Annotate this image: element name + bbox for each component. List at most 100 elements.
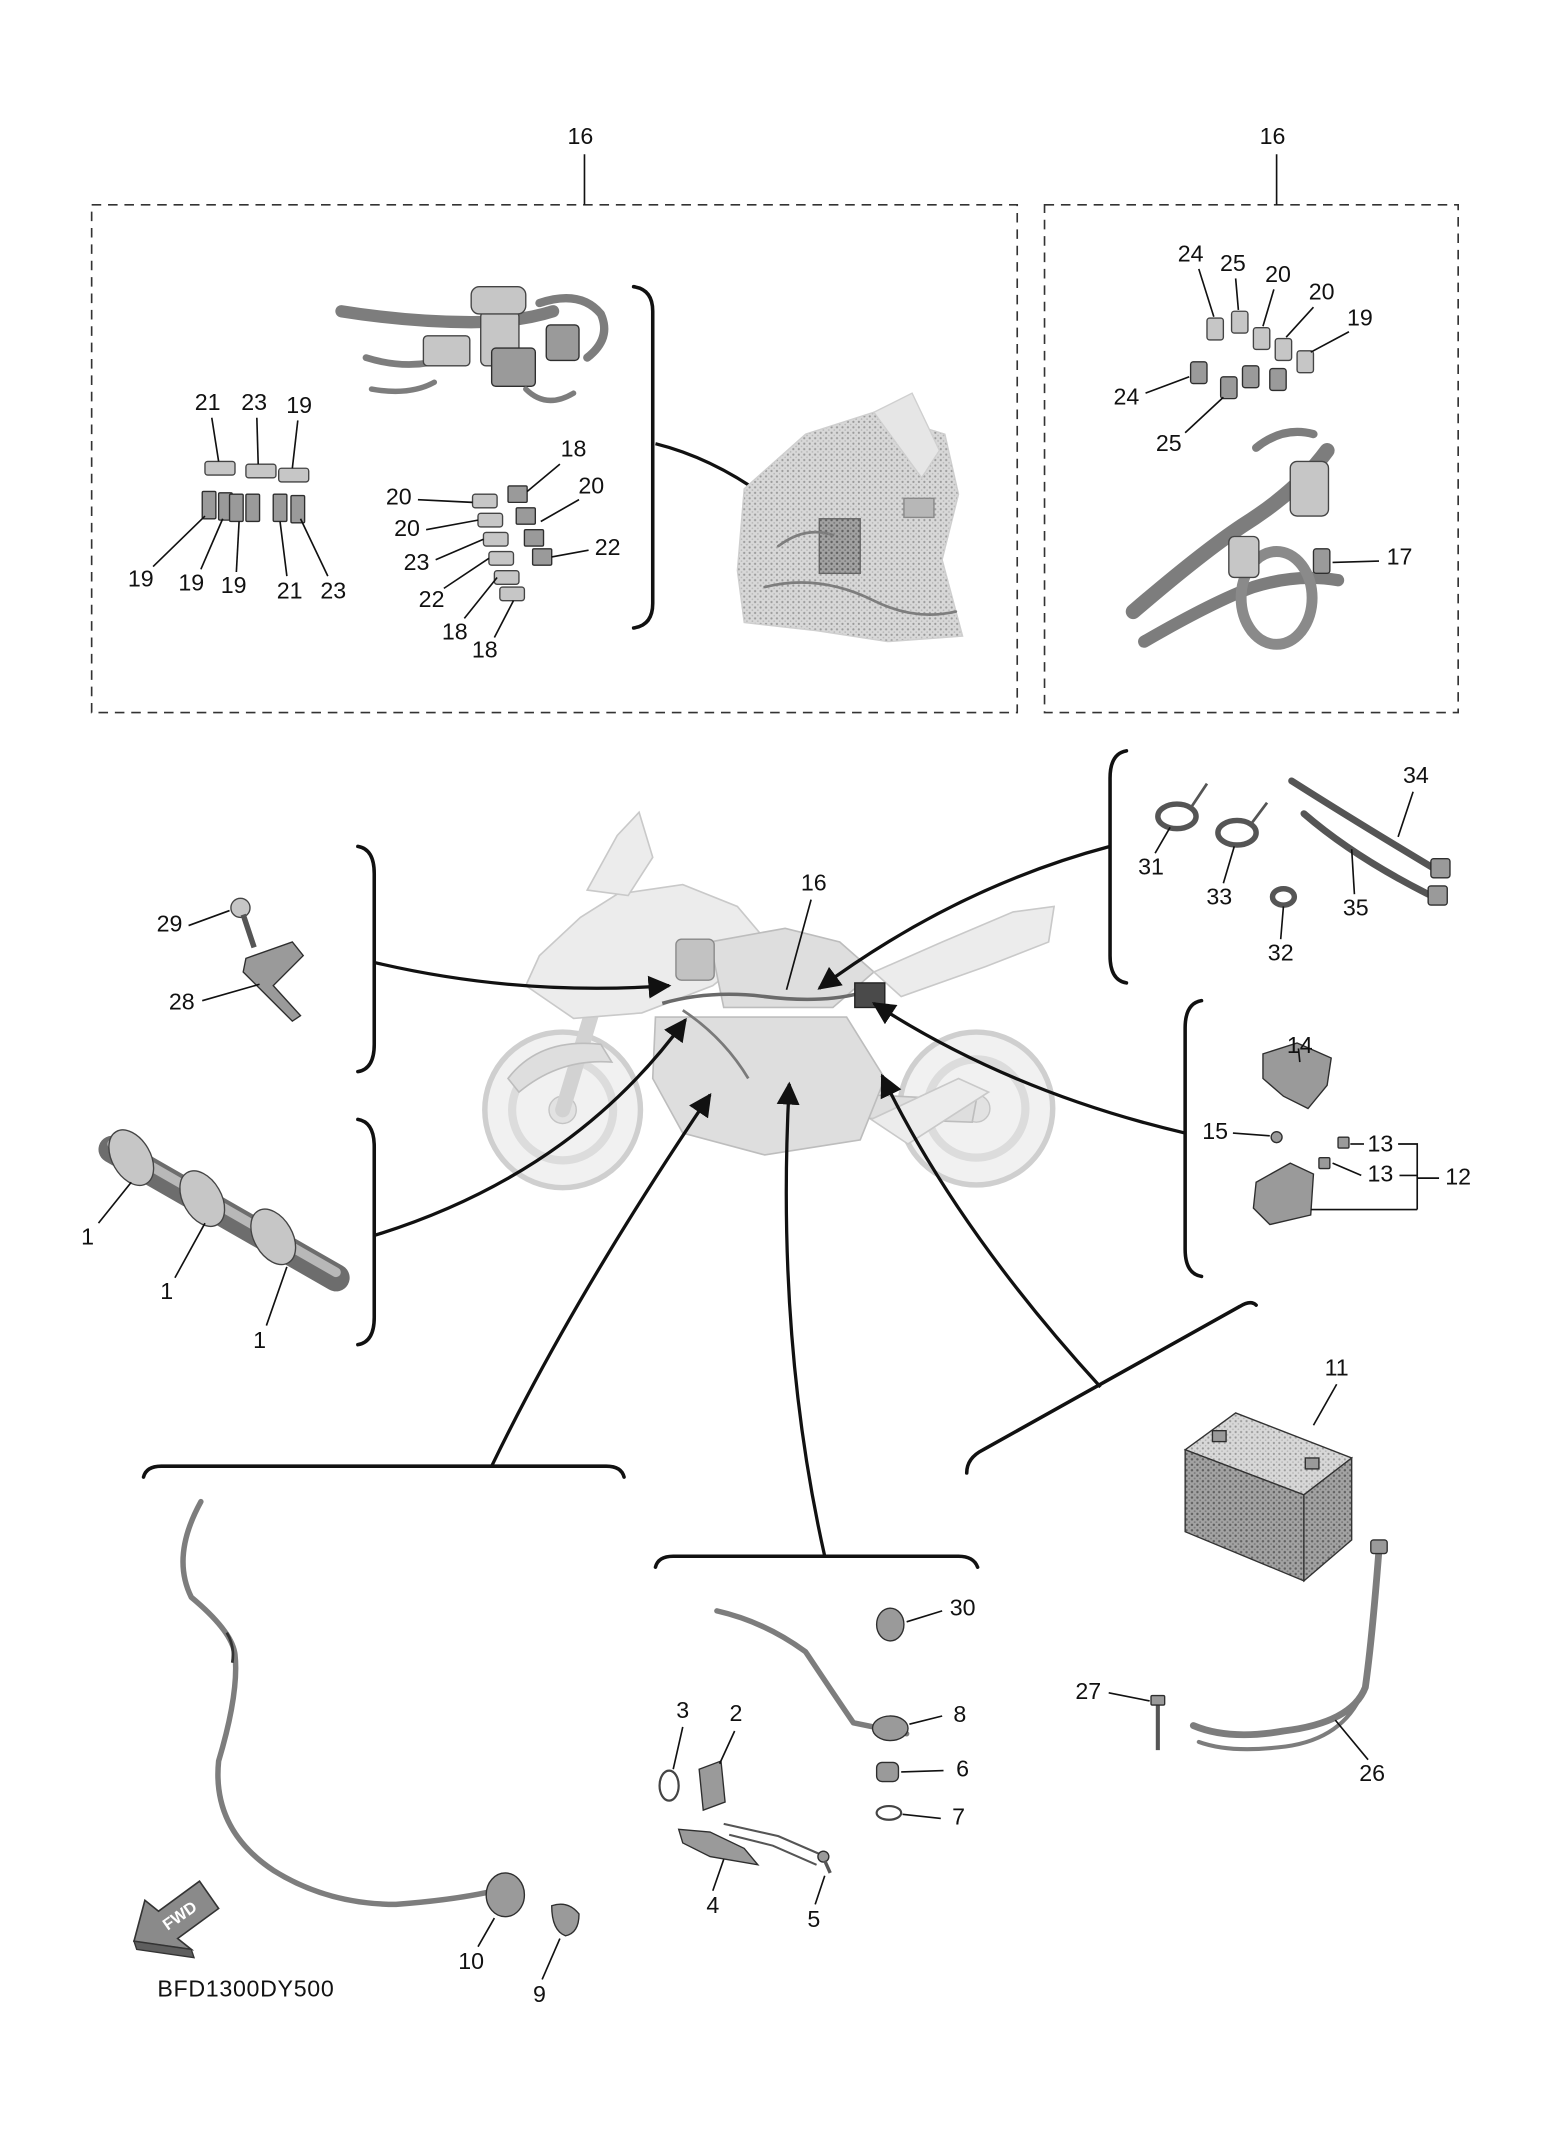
callout-28: 28 — [169, 989, 195, 1015]
callout-16-main: 16 — [801, 870, 827, 896]
callout-13: 13 — [1367, 1161, 1393, 1187]
callout-14: 14 — [1287, 1032, 1313, 1058]
callout-1: 1 — [253, 1327, 266, 1353]
ecu-location — [854, 982, 886, 1009]
part-17 — [1312, 548, 1331, 575]
callout-1: 1 — [81, 1223, 94, 1249]
callout-31: 31 — [1138, 853, 1164, 879]
callout-18: 18 — [442, 619, 468, 645]
leader-lines-right-box — [1145, 268, 1380, 564]
callout-19: 19 — [286, 392, 312, 418]
callout-12: 12 — [1445, 1163, 1471, 1189]
group-cable-9-10: 10 9 — [180, 1498, 580, 2007]
pointer-arrow — [373, 1017, 687, 1238]
callout-25: 25 — [1220, 250, 1246, 276]
callout-32: 32 — [1268, 939, 1294, 965]
group-battery: 11 27 26 — [1075, 1354, 1388, 1786]
callout-23: 23 — [241, 389, 267, 415]
fuse-cluster-left — [201, 460, 310, 524]
callout-20: 20 — [386, 483, 412, 509]
callout-18: 18 — [472, 636, 498, 662]
part-12-housing — [1252, 1162, 1315, 1226]
diagram-code: BFD1300DY500 — [157, 1976, 334, 2002]
group-bracket — [964, 1300, 1258, 1475]
fuse-box-location — [675, 938, 715, 981]
callout-20: 20 — [1265, 261, 1291, 287]
group-bracket — [356, 1117, 377, 1347]
pointer-arrow — [776, 1081, 827, 1557]
callout-19: 19 — [178, 569, 204, 595]
group-bracket — [1108, 749, 1129, 985]
bottom-group-pointers — [141, 1073, 1258, 1569]
group-bracket — [141, 1464, 626, 1479]
group-12-15-housing: 14 15 13 13 12 — [871, 998, 1471, 1279]
part-4-bracket — [677, 1828, 760, 1866]
leader-lines-left-box — [152, 417, 589, 638]
callout-30: 30 — [950, 1595, 976, 1621]
pointer-arrow — [490, 1092, 712, 1467]
callout-24: 24 — [1178, 240, 1204, 266]
part-10-sensor — [485, 1872, 526, 1918]
wire-harness-connector-detail — [335, 285, 609, 404]
callout-17: 17 — [1387, 543, 1413, 569]
group-31-35-clamps-ties: 34 31 33 35 32 — [817, 749, 1451, 990]
motorcycle-overview: 16 — [482, 810, 1056, 1191]
group-bracket — [653, 1554, 980, 1569]
callout-22: 22 — [595, 534, 621, 560]
fuse-cluster-center — [471, 485, 553, 602]
part-8-sensor-lead — [714, 1608, 910, 1737]
wire-harness-fuse-holder — [1125, 427, 1345, 650]
callout-26: 26 — [1359, 1760, 1385, 1786]
callout-10: 10 — [458, 1948, 484, 1974]
callout-8: 8 — [953, 1701, 966, 1727]
callout-19: 19 — [128, 565, 154, 591]
pointer-arrow — [817, 844, 1111, 990]
callout-13: 13 — [1367, 1130, 1393, 1156]
fuse-cluster-right — [1189, 310, 1315, 400]
callout-35: 35 — [1343, 894, 1369, 920]
pointer-arrow — [880, 1073, 1102, 1389]
callout-5: 5 — [807, 1906, 820, 1932]
callout-9: 9 — [533, 1981, 546, 2007]
part-26-cable — [1189, 1546, 1383, 1739]
part-2-sensor — [698, 1760, 726, 1812]
group-sensor-2-8-30: 30 3 2 8 6 7 4 5 — [658, 1595, 976, 1932]
callout-4: 4 — [706, 1892, 719, 1918]
callout-27: 27 — [1075, 1678, 1101, 1704]
group-28-29: 29 28 — [157, 844, 672, 1074]
callout-2: 2 — [730, 1700, 743, 1726]
callout-23: 23 — [404, 549, 430, 575]
callout-23: 23 — [320, 578, 346, 604]
callout-11: 11 — [1325, 1354, 1349, 1380]
group-bracket — [356, 844, 377, 1074]
callout-19: 19 — [221, 572, 247, 598]
group-bracket — [631, 284, 655, 630]
callout-20: 20 — [1309, 279, 1335, 305]
callout-22: 22 — [419, 586, 445, 612]
callout-25: 25 — [1156, 430, 1182, 456]
fuse-location-detail-view — [736, 392, 964, 643]
part-10-cable — [180, 1498, 492, 1908]
part-9 — [551, 1903, 580, 1937]
pointer-arrow — [871, 1002, 1186, 1135]
part-14-cover — [1262, 1042, 1332, 1110]
dashed-frame-right — [1043, 203, 1459, 714]
part-28-bracket — [242, 941, 305, 1023]
callout-20: 20 — [578, 472, 604, 498]
callout-21: 21 — [195, 389, 221, 415]
callout-33: 33 — [1206, 883, 1232, 909]
callout-15: 15 — [1202, 1118, 1228, 1144]
callout-1: 1 — [160, 1278, 173, 1304]
dashed-frame-left — [90, 203, 1019, 714]
group-1-cable-guide: 1 1 1 — [81, 1017, 687, 1353]
fuse-box-right-panel: 16 — [1043, 123, 1459, 714]
callout-20: 20 — [394, 515, 420, 541]
callout-6: 6 — [956, 1756, 969, 1782]
callout-19: 19 — [1347, 305, 1373, 331]
callout-18: 18 — [561, 436, 587, 462]
callout-16-right: 16 — [1260, 123, 1286, 149]
fuse-box-left-panel: 16 — [90, 123, 1019, 714]
callout-21: 21 — [277, 578, 303, 604]
callout-16-left: 16 — [567, 123, 593, 149]
